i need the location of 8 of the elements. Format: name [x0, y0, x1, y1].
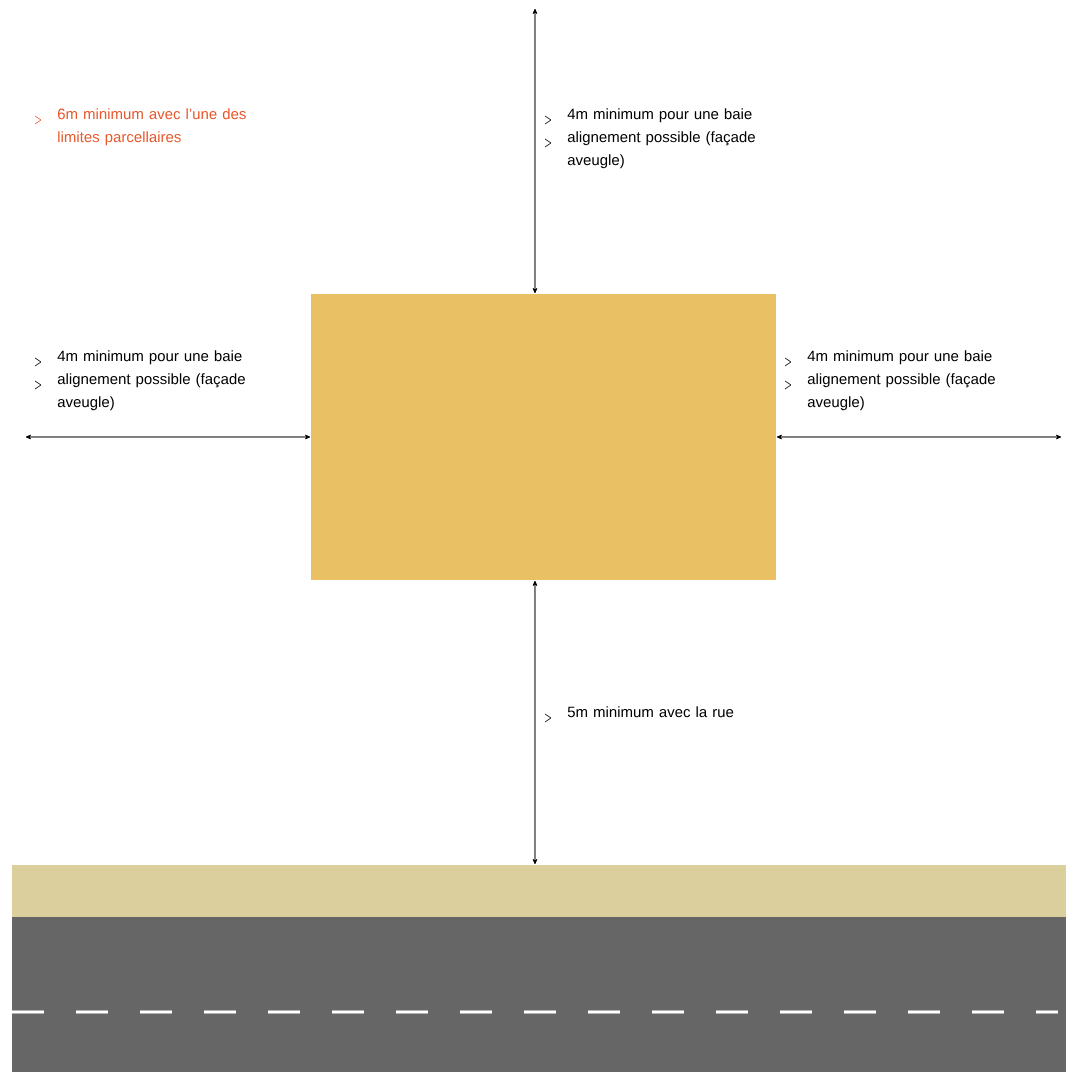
dimension-note: 6m minimum avec l’une des limites parcellaires: [57, 108, 246, 146]
dimension-note: alignement possible (façade aveugle): [57, 373, 245, 411]
dimension-note: 5m minimum avec la rue: [567, 706, 734, 718]
dimension-note: 4m minimum pour une baie: [807, 350, 992, 365]
dimension-note: 4m minimum pour une baie: [567, 108, 752, 123]
dimension-note: alignement possible (façade aveugle): [807, 373, 995, 411]
dimension-note: alignement possible (façade aveugle): [567, 131, 755, 169]
dimension-note: 4m minimum pour une baie: [57, 350, 242, 365]
